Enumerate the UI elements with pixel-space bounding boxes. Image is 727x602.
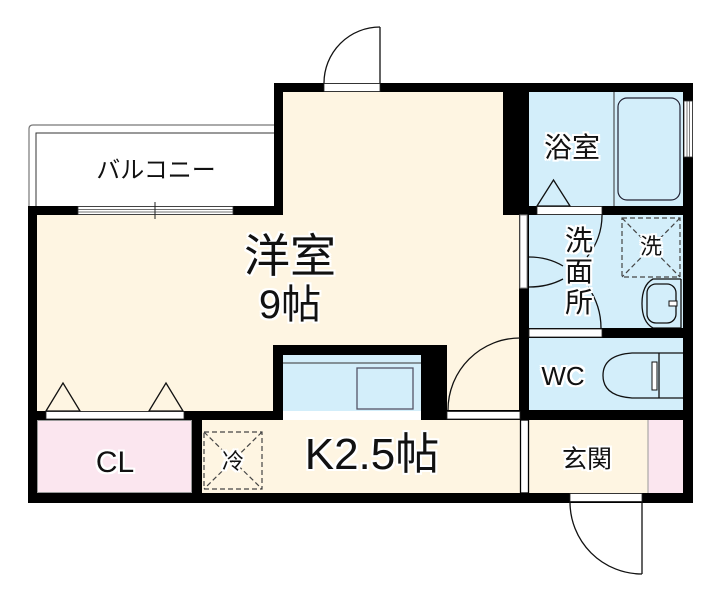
balcony-label: バルコニー <box>96 157 216 184</box>
door-sills <box>45 83 643 502</box>
refrigerator-box <box>203 431 263 490</box>
wall-core-block <box>503 83 529 215</box>
entrance-floor <box>529 420 648 493</box>
wall-washroom-left <box>519 215 529 410</box>
washing-machine-label: 洗 <box>639 234 663 259</box>
toilet-door-sill <box>528 328 603 338</box>
bathroom-label: 浴室 <box>543 132 601 163</box>
balcony-rail-outer <box>28 124 274 206</box>
closet-floor <box>37 420 192 493</box>
wall-top <box>274 83 693 92</box>
top-door-swing-arc <box>323 26 381 84</box>
washroom-opening <box>519 214 528 289</box>
entrance-door-sill <box>569 493 643 502</box>
floor-fills <box>37 92 683 493</box>
walls <box>28 83 693 503</box>
kitchen-entrance-step <box>519 419 530 494</box>
wall-entrance-top <box>447 410 693 420</box>
washing-machine-space-icon <box>621 217 681 278</box>
toilet-bowl <box>602 352 683 399</box>
kitchen-sink-icon <box>356 367 414 410</box>
entrance-door-icon <box>569 501 643 575</box>
washroom-label: 洗面所 <box>562 225 593 319</box>
bathroom-window-icon <box>683 100 693 158</box>
closet-label: CL <box>95 446 135 479</box>
closet-door-triangle-icon <box>147 381 185 412</box>
top-door-icon <box>323 26 381 84</box>
entrance-door-swing-arc <box>569 501 643 575</box>
wall-closet-divider <box>192 420 202 493</box>
shoe-cabinet <box>648 420 683 493</box>
wall-bottom <box>28 493 693 503</box>
washroom-folding-door-lower <box>528 278 564 288</box>
toilet-icon <box>602 352 683 399</box>
western-room-floor-upper <box>283 92 503 215</box>
wash-basin-icon <box>641 278 682 329</box>
wall-right <box>683 83 693 503</box>
western-room-label: 洋室 <box>244 230 336 282</box>
washroom-folding-door-upper <box>528 256 564 267</box>
kitchen-label: K2.5帖 <box>304 430 440 479</box>
windows <box>77 100 693 219</box>
wall-left <box>28 206 37 503</box>
kitchen-door-swing-arc <box>447 337 521 411</box>
refrigerator-label: 冷 <box>221 449 245 474</box>
faucet-icon <box>668 300 678 307</box>
doors <box>44 26 643 575</box>
closet-door-sill <box>45 411 185 420</box>
wall-counter-left <box>273 345 283 420</box>
refrigerator-space-icon <box>203 431 263 490</box>
top-door-sill <box>323 83 381 92</box>
washroom-floor <box>529 215 683 328</box>
western-room-size: 9帖 <box>258 283 322 327</box>
bathroom-door-sill <box>536 206 603 215</box>
toilet-label: WC <box>541 361 585 391</box>
wall-upper-left <box>274 83 283 215</box>
fixtures <box>37 92 683 493</box>
balcony-window-icon <box>77 202 234 219</box>
bathroom-door-triangle-icon <box>535 178 572 207</box>
bathtub-icon <box>617 97 681 201</box>
refrigerator-diagonal <box>203 431 263 490</box>
wall-toilet-top <box>529 328 683 338</box>
toilet-door-swing-arc <box>587 286 602 329</box>
closet-outline <box>37 420 192 493</box>
bathroom-door-swing-arc <box>586 214 603 258</box>
wall-counter-pillar <box>421 345 447 420</box>
toilet-seat-hinge <box>651 361 658 391</box>
entrance-label: 玄関 <box>561 445 613 474</box>
basin-outline <box>641 278 681 329</box>
bathroom-window-frame <box>683 100 693 158</box>
washing-machine-box <box>621 217 681 278</box>
washing-machine-diagonal <box>621 217 681 278</box>
wall-counter-top <box>273 345 447 355</box>
kitchen-door-sill <box>446 411 521 420</box>
balcony-rail <box>28 124 274 206</box>
balcony-rail-inner <box>35 132 274 206</box>
kitchen-door-icon <box>447 337 521 411</box>
closet-door-triangle-icon <box>44 381 82 412</box>
